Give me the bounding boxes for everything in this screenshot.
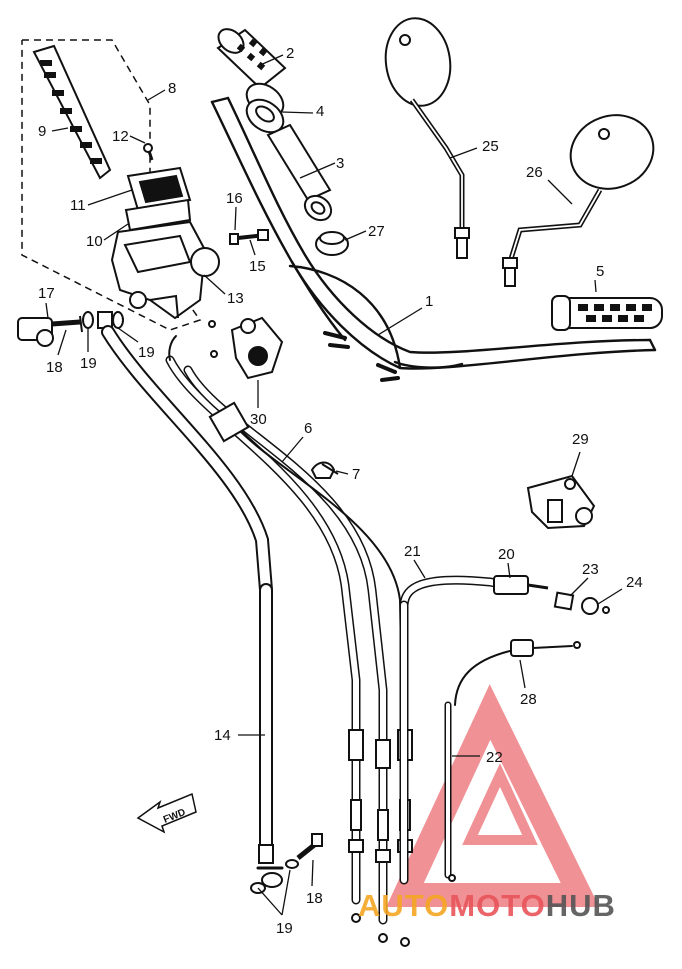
watermark-inner-triangle xyxy=(462,763,538,845)
watermark-hub: HUB xyxy=(546,888,616,923)
banjo-bottom xyxy=(250,833,323,894)
callout-5: 5 xyxy=(596,263,604,280)
callout-29: 29 xyxy=(572,431,589,448)
callout-19-c: 19 xyxy=(276,920,293,937)
callout-21: 21 xyxy=(404,543,421,560)
cable-end-fittings xyxy=(348,729,413,947)
brake-hose xyxy=(101,325,284,870)
leader-lines xyxy=(45,54,623,916)
svg-text:AUTOMOTOHUB: AUTOMOTOHUB xyxy=(358,888,616,923)
watermark-logo xyxy=(386,684,600,907)
callout-18: 18 xyxy=(46,359,63,376)
callout-2: 2 xyxy=(286,45,294,62)
callout-19-b: 19 xyxy=(138,344,155,361)
callout-labels: 1 2 3 4 5 6 7 8 9 10 11 12 13 14 15 16 1… xyxy=(38,45,643,937)
throttle-cap xyxy=(315,231,349,256)
throttle-housing-30 xyxy=(230,316,284,380)
right-grip xyxy=(216,28,287,90)
callout-19: 19 xyxy=(80,355,97,372)
callout-9: 9 xyxy=(38,123,46,140)
clutch-cable xyxy=(399,575,517,885)
locknut-23-24 xyxy=(553,591,610,615)
callout-30: 30 xyxy=(250,411,267,428)
lever-assembly xyxy=(32,44,220,320)
callout-7: 7 xyxy=(352,466,360,483)
washers-19 xyxy=(82,311,124,329)
banjo-fitting-17 xyxy=(17,315,83,347)
cable-clamp-7 xyxy=(310,461,339,479)
handlebar xyxy=(210,96,657,382)
watermark-text: AUTOMOTOHUB xyxy=(358,888,616,923)
callout-13: 13 xyxy=(227,290,244,307)
callout-28: 28 xyxy=(520,691,537,708)
callout-25: 25 xyxy=(482,138,499,155)
callout-16: 16 xyxy=(226,190,243,207)
callout-6: 6 xyxy=(304,420,312,437)
callout-15: 15 xyxy=(249,258,266,275)
forward-direction-arrow: FWD xyxy=(136,792,197,834)
bolt-16-15 xyxy=(229,229,269,245)
watermark-moto: MOTO xyxy=(449,888,545,923)
callout-11: 11 xyxy=(70,197,86,214)
callout-20: 20 xyxy=(498,546,515,563)
callout-12: 12 xyxy=(112,128,129,145)
callout-1: 1 xyxy=(425,293,433,310)
callout-4: 4 xyxy=(316,103,324,120)
switch-29 xyxy=(526,474,596,530)
callout-14: 14 xyxy=(214,727,231,744)
callout-10: 10 xyxy=(86,233,103,250)
adjuster-20 xyxy=(493,575,549,595)
grip-collar xyxy=(245,82,285,134)
throttle-cables xyxy=(165,320,406,925)
left-mirror xyxy=(384,17,470,259)
callout-26: 26 xyxy=(526,164,543,181)
throttle-tube xyxy=(266,123,333,222)
callout-17: 17 xyxy=(38,285,55,302)
callout-18-b: 18 xyxy=(306,890,323,907)
callout-8: 8 xyxy=(168,80,176,97)
left-grip xyxy=(551,295,663,331)
choke-cable xyxy=(444,639,581,882)
callout-23: 23 xyxy=(582,561,599,578)
watermark-auto: AUTO xyxy=(358,888,449,923)
callout-27: 27 xyxy=(368,223,385,240)
callout-3: 3 xyxy=(336,155,344,172)
right-mirror xyxy=(502,114,655,287)
callout-22: 22 xyxy=(486,749,503,766)
callout-24: 24 xyxy=(626,574,643,591)
